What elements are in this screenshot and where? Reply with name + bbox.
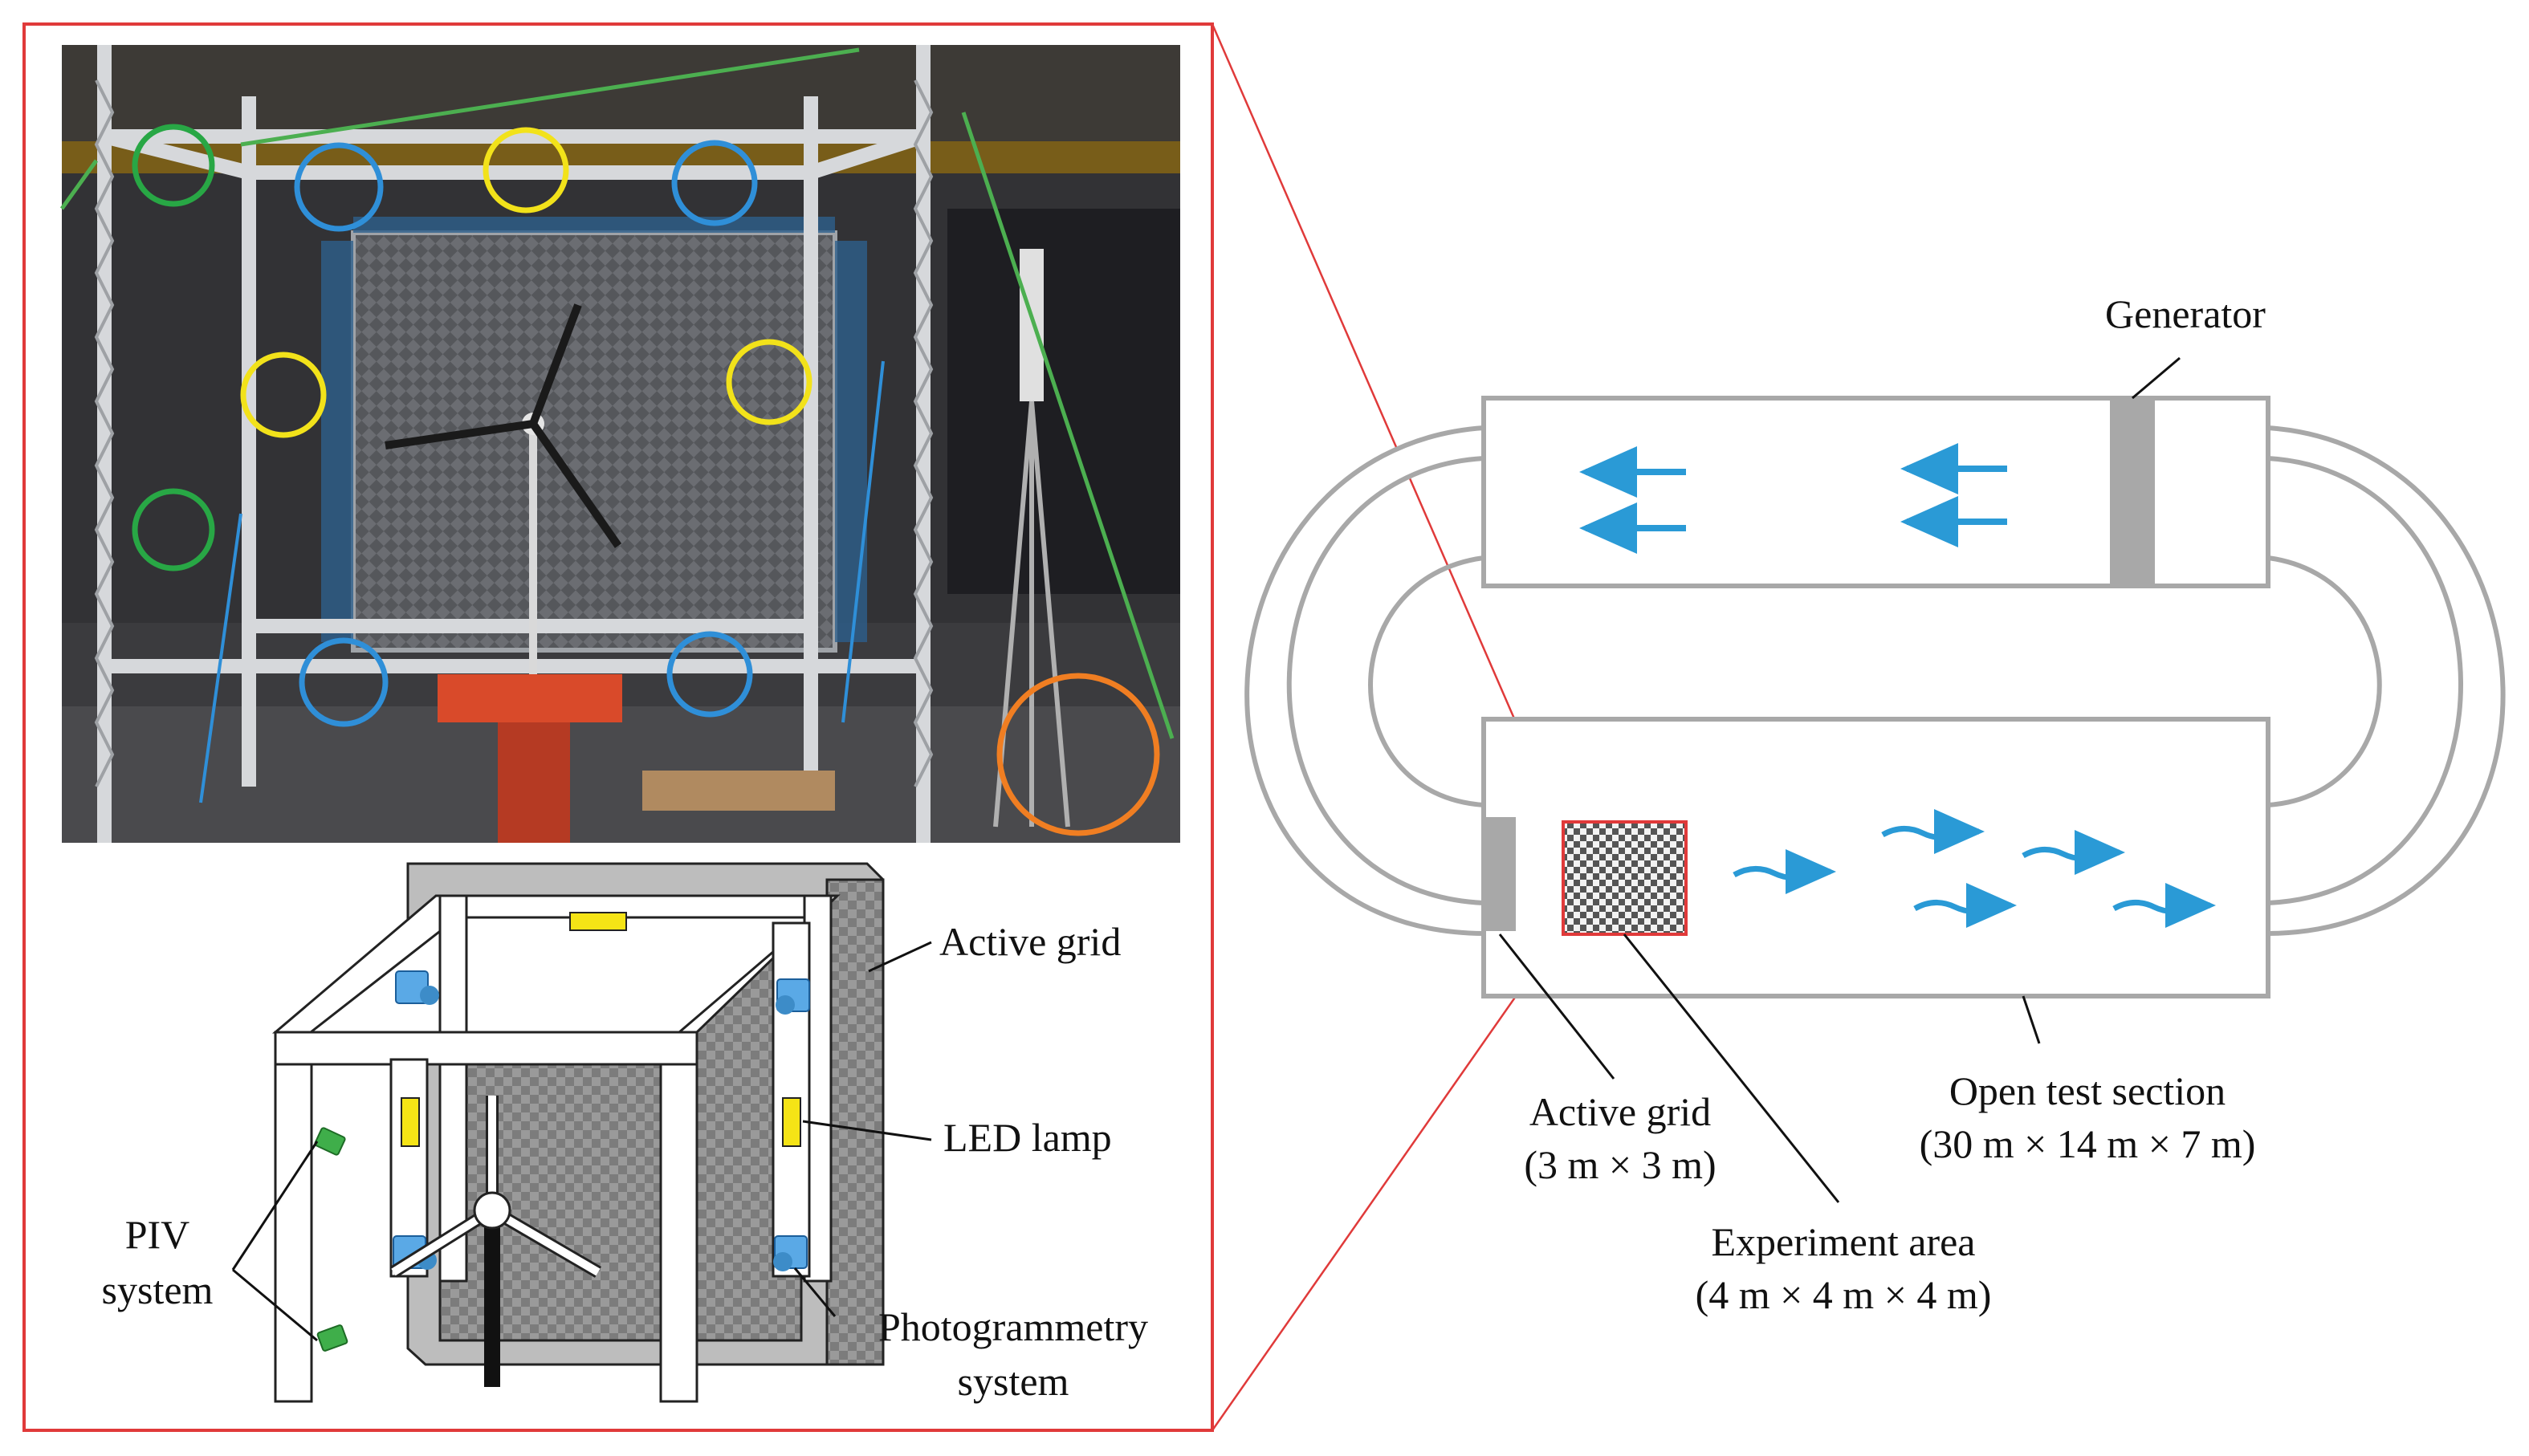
tunnel-return-left [1244, 425, 1486, 937]
piv-camera [314, 1127, 346, 1156]
piv-camera [316, 1324, 348, 1352]
marker-green [132, 488, 215, 571]
tunnel-active-grid [1484, 817, 1516, 931]
marker-yellow [240, 352, 327, 438]
marker-orange [996, 673, 1160, 836]
led-lamp [401, 1097, 420, 1147]
marker-blue [671, 140, 758, 226]
turbulent-flow-arrow [2112, 883, 2216, 928]
zoom-line-top [1211, 23, 1561, 823]
label-active-grid: Active grid [939, 919, 1121, 964]
marker-blue [666, 631, 753, 718]
tunnel-return-left-inner [1368, 555, 1484, 807]
marker-green [132, 124, 215, 207]
led-lamp [782, 1097, 801, 1147]
label-piv-line1: PIV [125, 1212, 190, 1257]
setup-photo [59, 45, 1180, 843]
tunnel-return-right [2266, 425, 2506, 937]
label-led-lamp: LED lamp [943, 1115, 1112, 1160]
label-piv-line2: system [102, 1267, 214, 1312]
generator [2110, 398, 2155, 586]
marker-yellow [483, 127, 569, 214]
tunnel-return-right-inner [2267, 555, 2382, 807]
label-photogrammetry-line1: Photogrammetry [878, 1304, 1148, 1349]
marker-blue [299, 637, 389, 727]
zoom-line-bottom [1211, 933, 1561, 1431]
frame-schematic [231, 862, 932, 1403]
label-tunnel-active-grid-line2: (3 m × 3 m) [1524, 1142, 1716, 1187]
label-experiment-area-line2: (4 m × 4 m × 4 m) [1696, 1272, 1992, 1317]
active-grid-panel [825, 878, 885, 1366]
led-lamp [569, 912, 627, 931]
photogrammetry-camera [395, 970, 439, 1005]
label-generator: Generator [2105, 291, 2266, 336]
label-photogrammetry-line2: system [958, 1359, 1069, 1404]
marker-blue [294, 142, 384, 232]
turbulent-flow-arrow [1733, 849, 1836, 894]
label-open-test-section-line2: (30 m × 14 m × 7 m) [1920, 1121, 2256, 1166]
turbulent-flow-arrow [1881, 809, 1985, 854]
experiment-area [1562, 820, 1688, 936]
label-tunnel-active-grid-line1: Active grid [1529, 1089, 1711, 1134]
wind-tunnel-diagram [1244, 356, 2506, 1203]
photogrammetry-camera [773, 1235, 808, 1271]
marker-yellow [726, 339, 812, 425]
label-open-test-section-line1: Open test section [1949, 1068, 2226, 1113]
photogrammetry-camera [776, 978, 810, 1015]
turbulent-flow-arrow [1913, 883, 2017, 928]
turbulent-flow-arrow [2022, 830, 2125, 875]
label-experiment-area-line1: Experiment area [1712, 1219, 1976, 1264]
